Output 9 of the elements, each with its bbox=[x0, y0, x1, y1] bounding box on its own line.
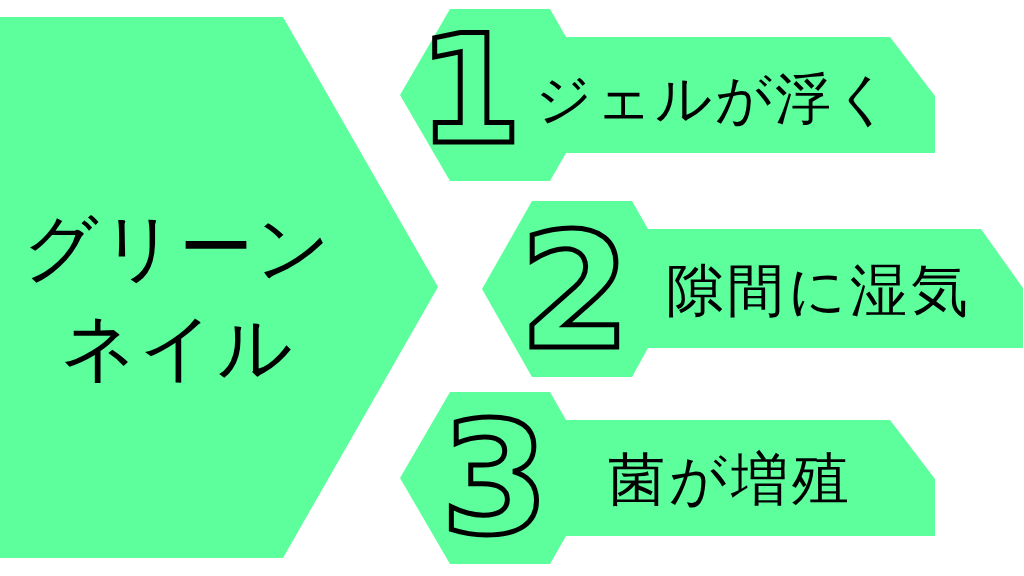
step-text: 隙間に湿気 bbox=[666, 258, 972, 322]
title-text: グリーンネイル bbox=[22, 203, 334, 392]
step-banner bbox=[400, 9, 935, 181]
step-text: ジェルが浮く bbox=[535, 68, 894, 130]
step-text: 菌が増殖 bbox=[608, 447, 853, 511]
step-number: 1 bbox=[417, 29, 523, 150]
step-number: 2 bbox=[519, 227, 631, 356]
step-banner bbox=[482, 201, 1023, 377]
step-banner bbox=[400, 392, 935, 564]
